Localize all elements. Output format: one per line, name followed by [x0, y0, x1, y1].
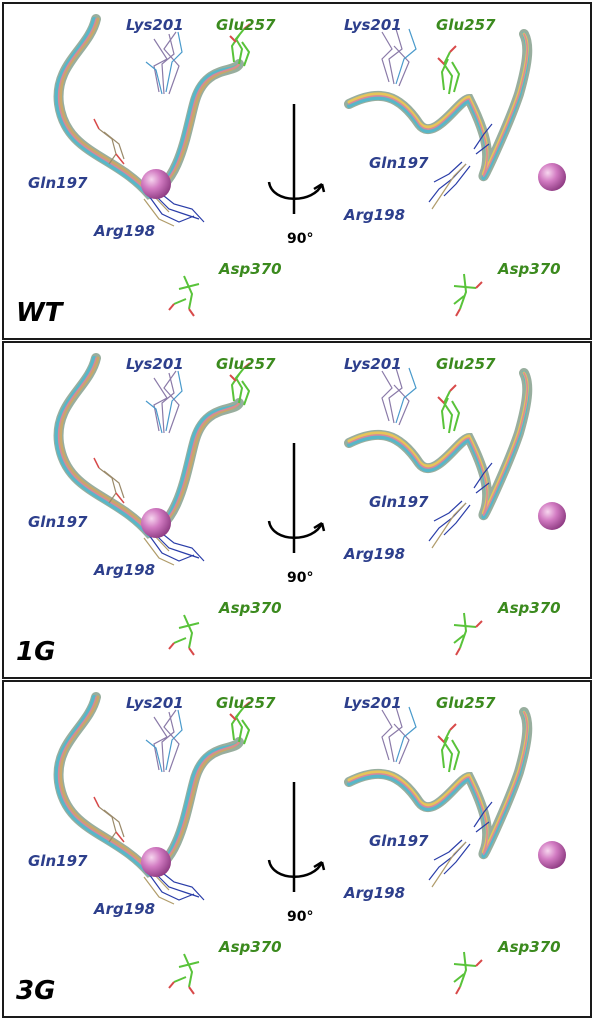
label-gln197-left: Gln197: [28, 174, 88, 192]
label-gln197-right: Gln197: [369, 832, 429, 850]
label-asp370-left: Asp370: [219, 938, 282, 956]
label-glu257-left: Glu257: [216, 694, 276, 712]
label-asp370-right: Asp370: [498, 599, 561, 617]
label-glu257-right: Glu257: [436, 355, 496, 373]
ion-sphere-left: [141, 847, 171, 877]
label-gln197-left: Gln197: [28, 513, 88, 531]
label-arg198-right: Arg198: [344, 884, 406, 902]
label-lys201-right: Lys201: [344, 355, 402, 373]
label-asp370-left: Asp370: [219, 599, 282, 617]
ion-sphere-right: [538, 841, 566, 869]
rotation-angle: 90°: [287, 570, 314, 586]
label-arg198-left: Arg198: [94, 900, 156, 918]
rotation-angle: 90°: [287, 909, 314, 925]
panel-3g: 90° Lys201 Glu257 Gln197 Arg198 Asp370 L…: [2, 680, 592, 1018]
panel-1g: 90° Lys201 Glu257 Gln197 Arg198 Asp370 L…: [2, 341, 592, 679]
label-arg198-right: Arg198: [344, 206, 406, 224]
rotation-arrow: [267, 104, 326, 214]
variant-label: 1G: [16, 637, 56, 667]
label-arg198-left: Arg198: [94, 222, 156, 240]
label-glu257-right: Glu257: [436, 16, 496, 34]
panel-drawing: [53, 14, 566, 317]
variant-label: 3G: [16, 976, 56, 1006]
label-asp370-right: Asp370: [498, 938, 561, 956]
ion-sphere-right: [538, 502, 566, 530]
ion-sphere-left: [141, 508, 171, 538]
side-chains: [93, 362, 493, 656]
label-arg198-left: Arg198: [94, 561, 156, 579]
rotation-arrow: [267, 443, 326, 553]
backbone-left-view: [53, 353, 244, 539]
label-lys201-right: Lys201: [344, 694, 402, 712]
ion-sphere-left: [141, 169, 171, 199]
label-lys201-left: Lys201: [126, 16, 184, 34]
backbone-left-view: [53, 14, 244, 200]
side-chains: [93, 23, 493, 317]
panel-drawing: [53, 353, 566, 656]
rotation-angle: 90°: [287, 231, 314, 247]
variant-label: WT: [16, 298, 63, 328]
label-asp370-right: Asp370: [498, 260, 561, 278]
label-gln197-left: Gln197: [28, 852, 88, 870]
panel-drawing: [53, 692, 566, 995]
label-gln197-right: Gln197: [369, 154, 429, 172]
side-chains: [93, 701, 493, 995]
label-lys201-left: Lys201: [126, 694, 184, 712]
label-gln197-right: Gln197: [369, 493, 429, 511]
label-glu257-left: Glu257: [216, 16, 276, 34]
label-lys201-left: Lys201: [126, 355, 184, 373]
label-glu257-left: Glu257: [216, 355, 276, 373]
ion-sphere-right: [538, 163, 566, 191]
label-lys201-right: Lys201: [344, 16, 402, 34]
backbone-left-view: [53, 692, 244, 878]
panel-wt: 90° Lys201 Glu257 Gln197 Arg198 Asp370 L…: [2, 2, 592, 340]
label-asp370-left: Asp370: [219, 260, 282, 278]
label-glu257-right: Glu257: [436, 694, 496, 712]
label-arg198-right: Arg198: [344, 545, 406, 563]
rotation-arrow: [267, 782, 326, 892]
